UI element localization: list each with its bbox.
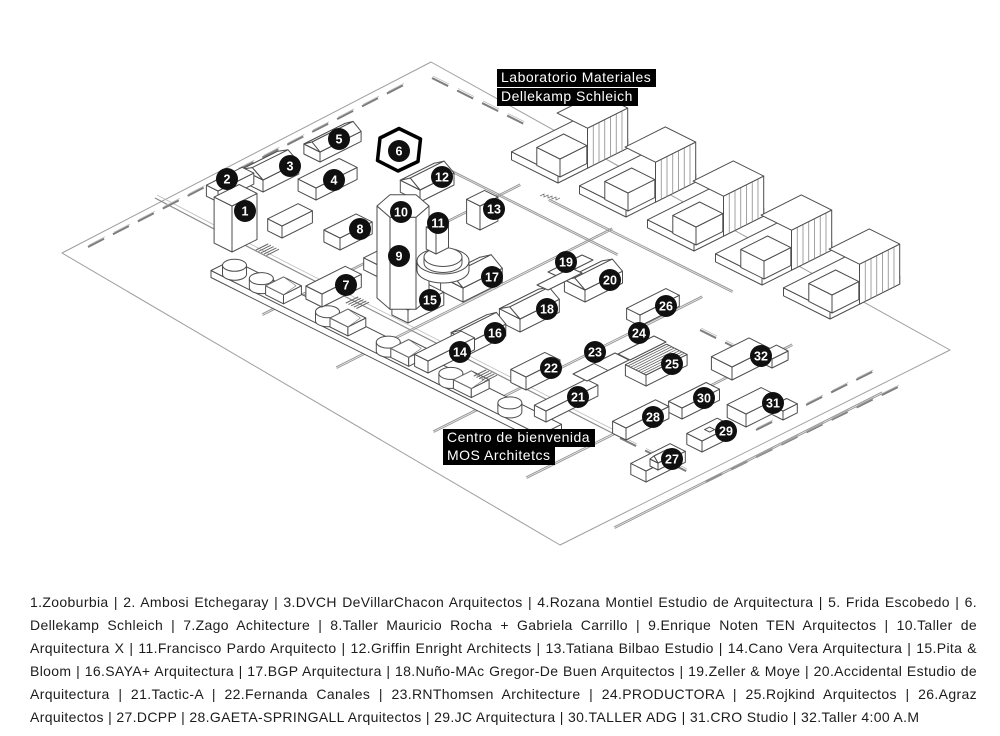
svg-text:32: 32 (754, 350, 768, 364)
building-marker-15: 15 (419, 289, 441, 311)
pavilion (647, 160, 765, 252)
building-marker-17: 17 (481, 266, 503, 288)
building-marker-24: 24 (628, 322, 650, 344)
pavilion (579, 126, 697, 218)
walkway (436, 162, 619, 256)
label-dellekamp-schleich: Dellekamp Schleich (497, 88, 638, 106)
building-marker-22: 22 (540, 357, 562, 379)
svg-text:13: 13 (487, 203, 501, 217)
svg-text:1: 1 (242, 205, 249, 219)
planter-strip (210, 258, 562, 443)
building-marker-27: 27 (661, 448, 683, 470)
label-laboratorio-materiales: Laboratorio Materiales (497, 69, 657, 87)
building-marker-7: 7 (335, 274, 357, 296)
svg-text:22: 22 (544, 362, 558, 376)
pavilion (783, 228, 901, 320)
svg-text:15: 15 (423, 294, 437, 308)
svg-text:2: 2 (224, 173, 231, 187)
svg-text:17: 17 (485, 271, 499, 285)
svg-text:10: 10 (394, 206, 408, 220)
building-marker-30: 30 (693, 387, 715, 409)
svg-text:26: 26 (659, 300, 673, 314)
svg-text:18: 18 (540, 303, 554, 317)
building-marker-4: 4 (323, 169, 345, 191)
svg-text:30: 30 (697, 392, 711, 406)
building-marker-3: 3 (279, 155, 301, 177)
svg-text:11: 11 (431, 217, 444, 231)
building-marker-9: 9 (388, 245, 410, 267)
building-marker-16: 16 (484, 322, 506, 344)
building-marker-10: 10 (390, 201, 412, 223)
svg-text:19: 19 (559, 256, 573, 270)
label-mos-architetcs: MOS Architetcs (443, 447, 556, 465)
walkway (548, 198, 734, 293)
walkway (613, 391, 883, 529)
stairs (255, 243, 280, 256)
svg-text:28: 28 (646, 411, 660, 425)
building-marker-28: 28 (642, 406, 664, 428)
building-marker-21: 21 (567, 386, 589, 408)
stairs (473, 369, 498, 382)
pavilion (511, 92, 629, 184)
building-marker-2: 2 (216, 168, 238, 190)
fence (87, 82, 405, 248)
building-marker-8: 8 (349, 218, 371, 240)
svg-text:16: 16 (488, 327, 502, 341)
stairs (345, 296, 370, 309)
legend-caption: 1.Zooburbia | 2. Ambosi Etchegaray | 3.D… (30, 594, 977, 725)
label-centro-de-bienvenida: Centro de bienvenida (443, 429, 596, 447)
svg-text:4: 4 (331, 174, 338, 188)
svg-text:21: 21 (571, 391, 585, 405)
svg-text:25: 25 (665, 358, 679, 372)
fence (431, 75, 525, 125)
svg-text:24: 24 (632, 327, 646, 341)
building-marker-18: 18 (536, 298, 558, 320)
svg-text:12: 12 (435, 171, 449, 185)
building-marker-32: 32 (750, 345, 772, 367)
building-marker-11: 11 (427, 212, 449, 234)
building-marker-13: 13 (483, 198, 505, 220)
svg-text:29: 29 (719, 425, 733, 439)
svg-text:23: 23 (588, 346, 602, 360)
svg-text:31: 31 (766, 397, 780, 411)
building-marker-14: 14 (449, 341, 471, 363)
building-marker-23: 23 (584, 341, 606, 363)
building-marker-29: 29 (715, 420, 737, 442)
svg-text:7: 7 (343, 279, 350, 293)
building-marker-26: 26 (655, 295, 677, 317)
svg-text:8: 8 (357, 223, 364, 237)
svg-text:6: 6 (396, 145, 403, 159)
building-marker-6: 6 (388, 140, 410, 162)
building-marker-1: 1 (234, 200, 256, 222)
building-marker-12: 12 (431, 166, 453, 188)
pavilion (715, 194, 833, 286)
fence (755, 369, 874, 431)
svg-text:3: 3 (287, 160, 294, 174)
building-marker-25: 25 (661, 353, 683, 375)
svg-text:9: 9 (396, 250, 403, 264)
building-marker-19: 19 (555, 251, 577, 273)
building-marker-31: 31 (762, 392, 784, 414)
svg-text:20: 20 (603, 274, 617, 288)
svg-text:5: 5 (336, 133, 343, 147)
svg-text:14: 14 (453, 346, 467, 360)
building-marker-20: 20 (599, 269, 621, 291)
svg-text:27: 27 (665, 453, 679, 467)
building-marker-5: 5 (328, 128, 350, 150)
